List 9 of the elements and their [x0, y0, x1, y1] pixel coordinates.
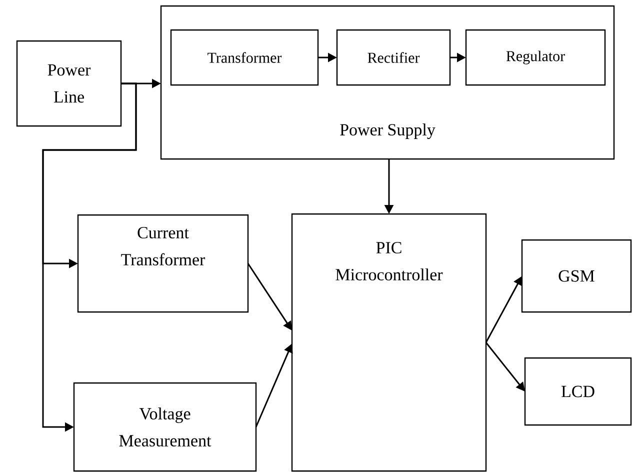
process-box: Rectifier	[336, 29, 451, 86]
process-box: Current Transformer	[77, 214, 249, 313]
process-box: Regulator	[465, 29, 606, 86]
process-box: Voltage Measurement	[73, 382, 257, 472]
process-box: LCD	[524, 357, 632, 426]
process-box: PIC Microcontroller	[291, 213, 487, 472]
process-box: Transformer	[170, 29, 319, 86]
process-box: Power Line	[16, 40, 122, 127]
process-box: GSM	[521, 239, 632, 313]
